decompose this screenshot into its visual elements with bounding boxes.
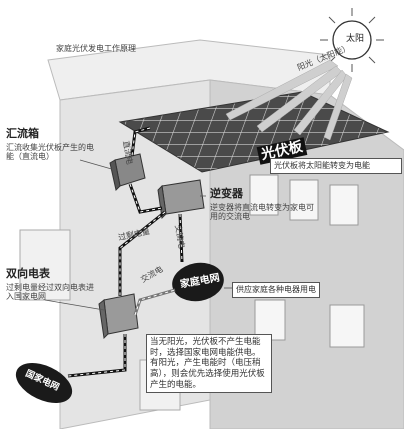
grid-switch-note: 当无阳光，光伏板不产生电能时，选择国家电网电能供电。有阳光，产生电能时（电压稍高… (146, 334, 272, 394)
combiner-box-label: 汇流箱 (6, 127, 39, 140)
national-grid-badge (15, 363, 73, 403)
sun-icon (320, 8, 384, 72)
diagram-title: 家庭光伏发电工作原理 (56, 44, 136, 53)
combiner-box (109, 153, 146, 191)
meter-description: 过剩电量经过双向电表进入国家电网 (6, 283, 94, 302)
meter-label: 双向电表 (6, 267, 50, 280)
inverter-label: 逆变器 (210, 187, 243, 200)
combiner-box-description: 汇流收集光伏板产生的电能（直流电） (6, 143, 94, 162)
inverter-description: 逆变器将直流电转变为家电可用的交流电 (210, 203, 314, 222)
inverter-box (157, 179, 205, 220)
sun-rays (225, 59, 353, 141)
sun-label: 太阳 (346, 34, 365, 44)
solar-panel-array (118, 91, 390, 173)
solar-panel-description: 光伏板将太阳能转变为电能 (270, 158, 402, 174)
home-grid-badge (172, 262, 224, 302)
power-flow-lines (67, 126, 184, 378)
home-grid-description: 供应家庭各种电器用电 (232, 282, 320, 298)
bidirectional-meter (98, 293, 139, 340)
